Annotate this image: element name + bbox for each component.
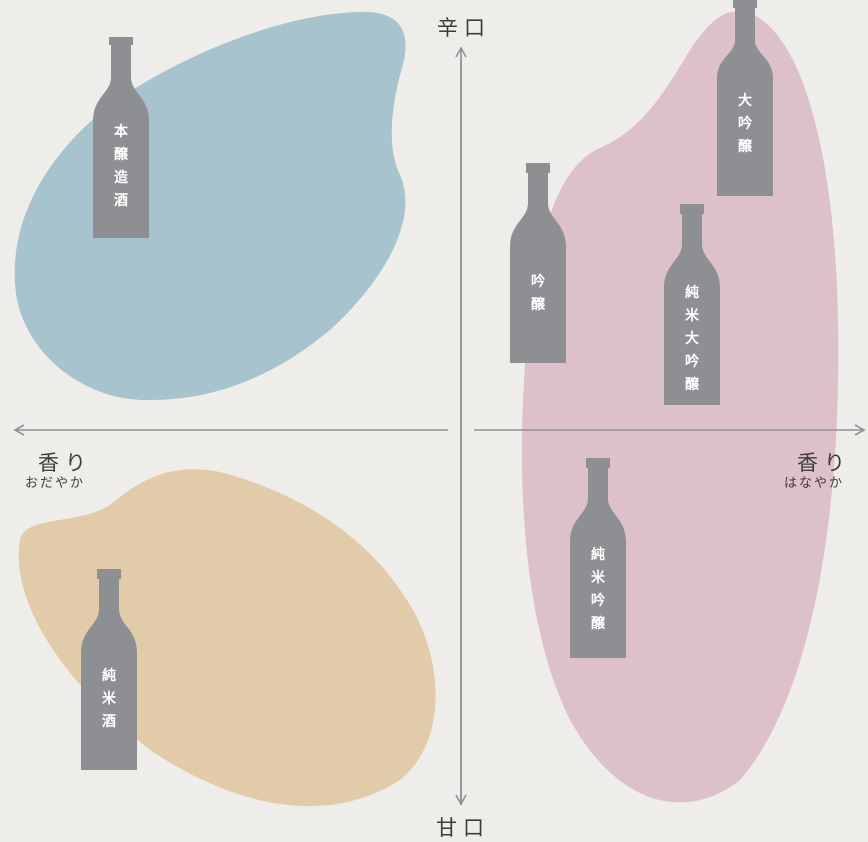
bottle-junmaishu-icon	[81, 569, 137, 770]
axis-bottom-label: 甘口	[436, 816, 490, 840]
axis-left-label: 香り	[38, 451, 92, 475]
bottle-ginjo-icon	[510, 163, 566, 363]
axis-left-sublabel: おだやか	[25, 476, 86, 491]
bottle-junmai-ginjo: 純 米 吟 醸	[570, 458, 626, 658]
bottle-honjozo-icon	[93, 37, 149, 238]
bottle-junmai-daiginjo-icon	[664, 204, 720, 405]
bottle-junmai-daiginjo: 純 米 大 吟 醸	[664, 204, 720, 405]
bottle-daiginjo: 大 吟 醸	[717, 0, 773, 196]
region-blue	[14, 11, 406, 401]
bottle-ginjo-label: 吟 醸	[531, 274, 545, 313]
bottle-junmaishu: 純 米 酒	[81, 569, 137, 770]
bottle-junmai-ginjo-label: 純 米 吟 醸	[591, 547, 605, 632]
bottle-honjozo: 本 醸 造 酒	[93, 37, 149, 238]
axis-right-label: 香り	[797, 451, 851, 475]
bottle-daiginjo-label: 大 吟 醸	[738, 93, 752, 155]
region-pink	[521, 11, 839, 803]
bottle-junmai-daiginjo-label: 純 米 大 吟 醸	[685, 285, 699, 393]
bottle-junmaishu-label: 純 米 酒	[102, 668, 116, 730]
bottle-junmai-ginjo-icon	[570, 458, 626, 658]
bottle-honjozo-label: 本 醸 造 酒	[114, 124, 128, 209]
bottle-ginjo: 吟 醸	[510, 163, 566, 363]
axis-top-label: 辛口	[437, 16, 491, 40]
axis-right-sublabel: はなやか	[784, 476, 845, 491]
bottle-daiginjo-icon	[717, 0, 773, 196]
